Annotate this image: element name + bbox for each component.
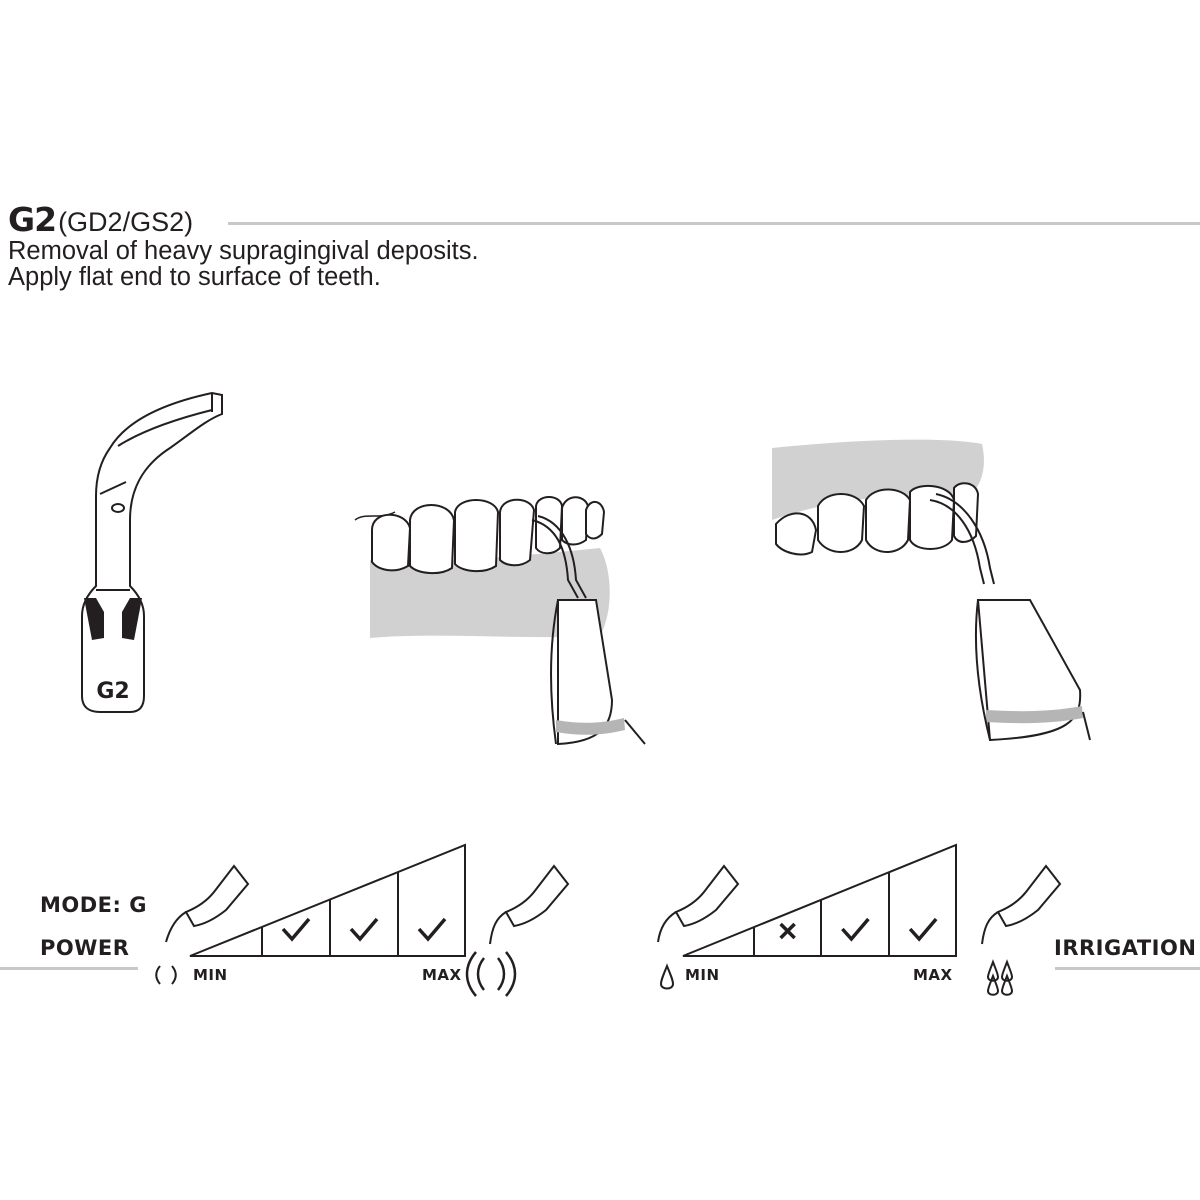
handpiece-irrigation-min-icon (657, 864, 740, 943)
power-level-4-check-icon (417, 917, 447, 942)
irrigation-rule (1055, 967, 1200, 970)
power-level-3-check-icon (349, 917, 379, 942)
tip-engraving: G2 (96, 679, 129, 704)
vibration-max-icon (465, 951, 517, 997)
power-rule (0, 967, 138, 970)
handpiece-max-icon (489, 864, 570, 945)
power-chart (155, 843, 570, 997)
upper-jaw-illustration (772, 439, 1091, 742)
description-line-1: Removal of heavy supragingival deposits. (8, 237, 479, 265)
irrigation-level-3-check-icon (841, 917, 870, 942)
irrigation-max-label: MAX (913, 966, 953, 984)
scaler-tip-illustration (81, 391, 223, 713)
header: G2 (GD2/GS2) Removal of heavy supragingi… (8, 200, 1200, 291)
power-level-2-check-icon (281, 917, 311, 942)
water-drop-min-icon (659, 963, 675, 990)
lower-jaw-illustration (354, 496, 646, 746)
tip-code: G2 (8, 200, 57, 239)
power-max-label: MAX (422, 966, 462, 984)
irrigation-min-label: MIN (685, 966, 720, 984)
description-line-2: Apply flat end to surface of teeth. (8, 263, 381, 291)
power-min-label: MIN (193, 966, 228, 984)
irrigation-level-2-cross-icon (779, 922, 796, 940)
vibration-min-icon (155, 965, 177, 985)
handpiece-irrigation-max-icon (981, 864, 1062, 945)
power-label: POWER (40, 936, 130, 960)
irrigation-chart (657, 843, 1062, 996)
handpiece-min-icon (165, 864, 250, 943)
mode-label: MODE: G (40, 893, 147, 917)
irrigation-level-4-check-icon (908, 917, 938, 942)
title-row: G2 (GD2/GS2) (8, 200, 1200, 239)
header-rule (228, 222, 1200, 225)
irrigation-label: IRRIGATION (1054, 936, 1197, 960)
water-drops-max-icon (986, 959, 1014, 996)
tip-variants: (GD2/GS2) (58, 207, 194, 237)
